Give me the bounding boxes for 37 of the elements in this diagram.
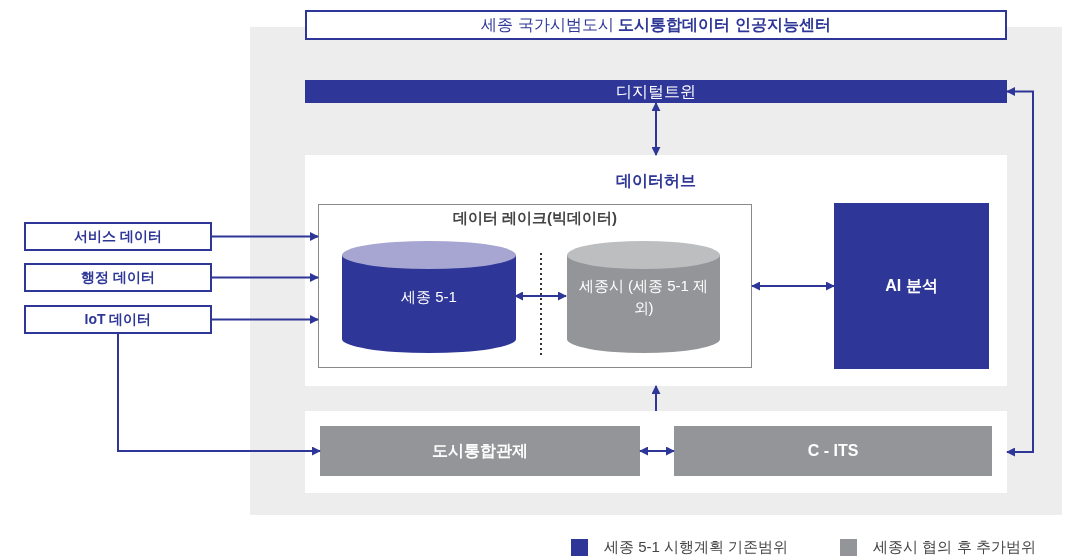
database-cylinder: [342, 241, 516, 353]
arrow: [211, 273, 319, 282]
legend-label: 세종시 협의 후 추가범위: [873, 537, 1036, 557]
legend-label: 세종 5-1 시행계획 기존범위: [604, 537, 789, 557]
arrow: [211, 232, 319, 241]
database-cylinder: [567, 241, 720, 353]
node-label: AI 분석: [885, 276, 938, 296]
data-source-box: [24, 222, 212, 251]
ai-analysis-box: [834, 203, 989, 369]
node-label: 행정 데이터: [81, 268, 155, 287]
arrow: [751, 281, 835, 291]
data-lake-box: [318, 204, 752, 368]
arrow: [639, 446, 675, 456]
title-box: 세종 국가시범도시 도시통합데이터 인공지능센터: [305, 10, 1007, 40]
node-label: 데이터 레이크(빅데이터): [452, 208, 618, 228]
control-panel: [305, 411, 1007, 493]
data-source-box: [24, 263, 212, 292]
arrow: [117, 333, 321, 456]
node-label: 세종시 (세종 5-1 제외): [578, 275, 709, 318]
node-label: C - ITS: [807, 441, 859, 461]
node-label: 세종 5-1: [401, 286, 457, 307]
arrow: [211, 315, 319, 324]
arrow: [651, 102, 661, 156]
data-hub-panel: [305, 155, 1007, 386]
node-label: IoT 데이터: [84, 310, 152, 329]
node-label: 서비스 데이터: [74, 227, 162, 246]
center-panel: [250, 10, 1062, 515]
node-label: 디지털트윈: [616, 81, 696, 102]
node-label: 데이터허브: [616, 171, 696, 191]
c-its-box: [674, 426, 992, 476]
arrow: [651, 385, 661, 412]
digital-twin-bar: [305, 80, 1007, 103]
data-source-box: [24, 305, 212, 334]
arrow: [1006, 87, 1034, 457]
node-label: 도시통합관제: [432, 441, 528, 461]
city-control-box: [320, 426, 640, 476]
arrow: [514, 291, 567, 301]
